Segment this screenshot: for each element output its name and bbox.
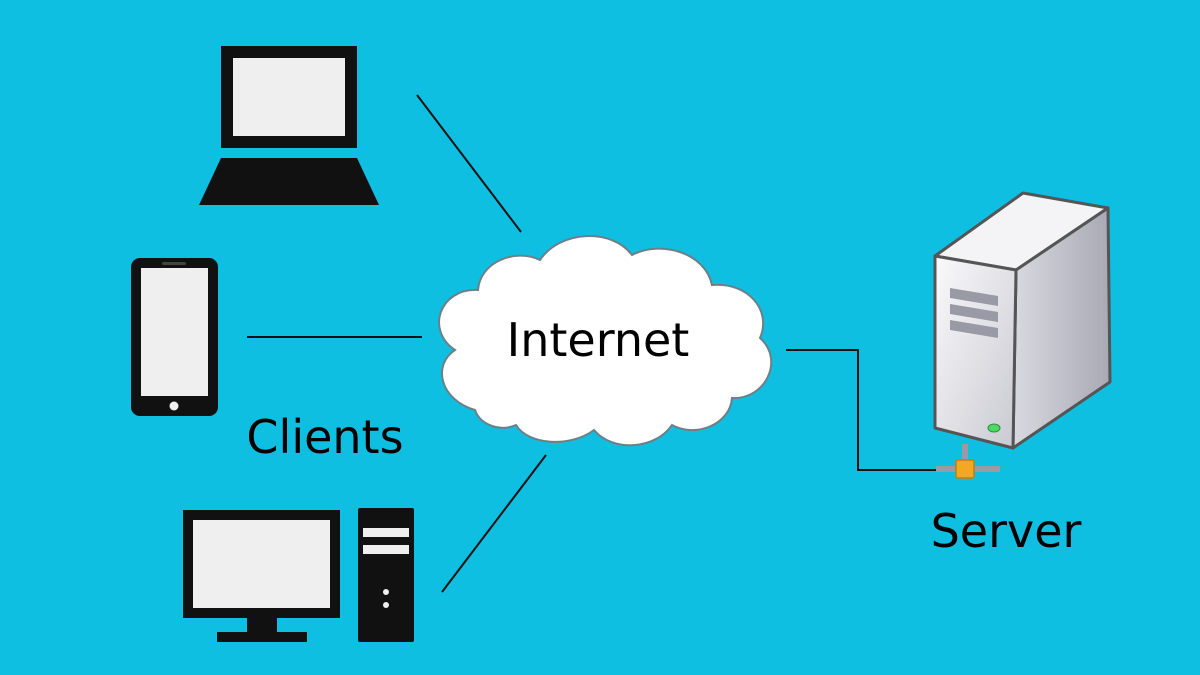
- internet-label: Internet: [507, 313, 690, 367]
- laptop-icon: [199, 46, 379, 205]
- smartphone-icon: [131, 258, 218, 416]
- desktop-computer-icon: [183, 508, 414, 642]
- internet-server-line: [786, 349, 936, 471]
- network-connector-icon: [936, 444, 1000, 479]
- server-icon: [933, 191, 1112, 450]
- clients-label: Clients: [246, 410, 403, 464]
- desktop-internet-line: [441, 454, 547, 593]
- connection-lines: [247, 94, 936, 593]
- cloud-icon: Internet: [438, 235, 773, 447]
- server-label: Server: [931, 504, 1082, 558]
- laptop-internet-line: [416, 94, 522, 233]
